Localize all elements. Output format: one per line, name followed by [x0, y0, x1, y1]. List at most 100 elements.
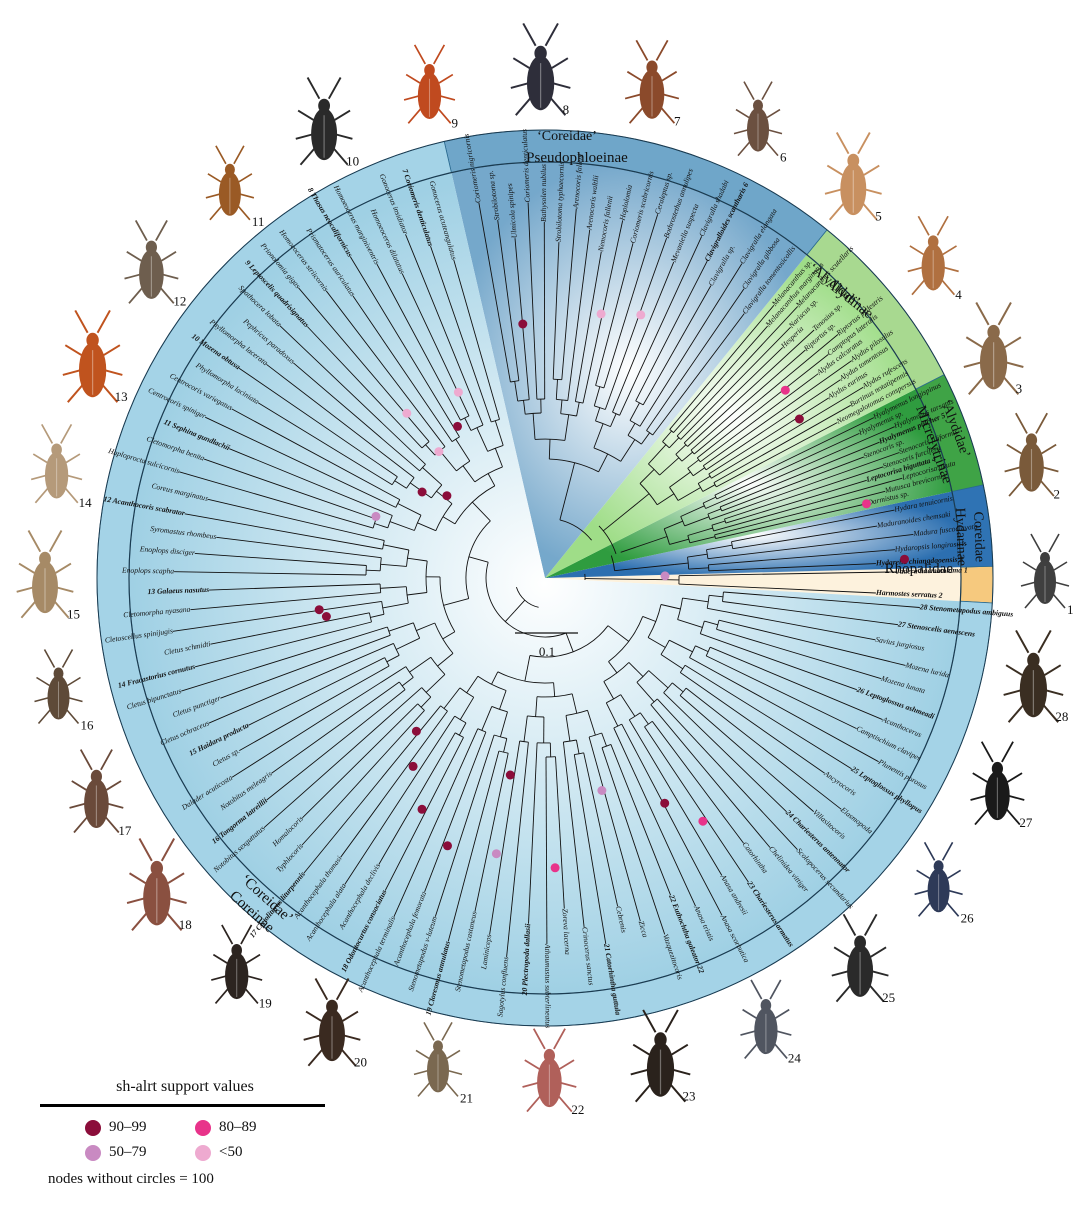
legend-entries: 90–99 80–89 50–79 <50: [85, 1119, 330, 1161]
tip-label: Enoplops scapha: [121, 566, 174, 576]
specimen-photo: 16: [35, 650, 95, 733]
photo-number: 20: [354, 1054, 367, 1069]
photo-number: 3: [1016, 381, 1023, 396]
insect-antennae: [308, 77, 341, 98]
photo-number: 19: [259, 996, 272, 1011]
support-node: [636, 310, 645, 319]
photo-number: 2: [1054, 487, 1061, 502]
photo-number: 13: [115, 389, 128, 404]
insect-antennae: [424, 1022, 452, 1040]
scale-bar-label: 0.1: [539, 644, 555, 659]
photo-number: 1: [1067, 602, 1074, 617]
specimen-photo: 11: [206, 146, 265, 229]
support-node: [418, 805, 427, 814]
specimen-photo: 4: [908, 216, 962, 302]
clade-label-rhopalidae: Rhopalidae: [885, 561, 954, 577]
insect-antennae: [136, 220, 167, 240]
photo-number: 11: [252, 214, 265, 229]
support-node: [661, 571, 670, 580]
photo-number: 5: [875, 208, 882, 223]
support-node: [409, 762, 418, 771]
specimen-photo: 5: [825, 132, 882, 223]
photo-number: 6: [780, 150, 787, 165]
photo-number: 27: [1019, 815, 1033, 830]
specimen-photo: 28: [1004, 630, 1069, 724]
photo-number: 24: [788, 1051, 802, 1066]
specimen-photo: 1: [1021, 534, 1074, 617]
support-dot-80-89: [195, 1120, 211, 1136]
photo-number: 17: [118, 823, 131, 838]
support-node: [862, 499, 871, 508]
insect-antennae: [751, 980, 781, 999]
specimen-photo: 27: [971, 742, 1033, 830]
specimen-photo: 12: [125, 220, 187, 308]
photo-number: 10: [346, 153, 359, 168]
support-node: [453, 422, 462, 431]
photo-number: 22: [571, 1102, 584, 1117]
photo-number: 12: [173, 294, 186, 309]
support-node: [412, 727, 421, 736]
legend-title: sh-alrt support values: [40, 1078, 330, 1096]
specimen-photo: 24: [740, 980, 801, 1066]
insect-antennae: [42, 424, 72, 443]
photo-number: 4: [955, 287, 962, 302]
insect-antennae: [139, 839, 174, 861]
support-node: [402, 409, 411, 418]
insect-antennae: [415, 45, 445, 64]
legend-label-80-89: 80–89: [219, 1119, 257, 1136]
tip-label: Athaumastus subterlineatus: [543, 943, 552, 1028]
support-node: [442, 491, 451, 500]
specimen-photo: 22: [523, 1029, 585, 1117]
specimen-photo: 23: [631, 1010, 696, 1104]
specimen-photo: 17: [70, 750, 132, 838]
clade-label-pseudophloeinae-family: ‘Coreidae’: [537, 129, 597, 144]
legend-divider: [40, 1104, 325, 1107]
support-node: [315, 605, 324, 614]
specimen-photo: 15: [17, 530, 80, 621]
support-node: [443, 841, 452, 850]
support-node: [418, 488, 427, 497]
specimen-photo: 9: [404, 45, 458, 131]
specimen-photo: 25: [832, 914, 895, 1005]
insect-antennae: [844, 914, 877, 935]
insect-antennae: [925, 842, 953, 860]
photo-number: 28: [1055, 709, 1068, 724]
specimen-photo: 14: [31, 424, 92, 510]
photo-number: 9: [452, 116, 459, 131]
support-node: [322, 612, 331, 621]
legend-label-90-99: 90–99: [109, 1119, 147, 1136]
photo-number: 21: [460, 1090, 473, 1105]
insect-antennae: [222, 925, 252, 944]
legend-item-80-89: 80–89: [195, 1119, 305, 1136]
support-node: [781, 386, 790, 395]
support-node: [597, 309, 606, 318]
insect-antennae: [1031, 534, 1059, 552]
legend-item-below-50: <50: [195, 1144, 305, 1161]
insect-antennae: [216, 146, 244, 164]
support-node: [506, 771, 515, 780]
clade-label-pseudophloeinae-subfamily: Pseudophloeinae: [526, 150, 628, 166]
specimen-photo: 21: [414, 1022, 473, 1105]
specimen-photo: 8: [511, 23, 571, 117]
tree-branch: [366, 570, 380, 571]
support-node: [492, 849, 501, 858]
support-node: [454, 388, 463, 397]
support-legend: sh-alrt support values 90–99 80–89 50–79…: [40, 1078, 330, 1188]
legend-item-50-79: 50–79: [85, 1144, 195, 1161]
support-node: [660, 799, 669, 808]
specimen-photo: 26: [915, 842, 975, 925]
insect-antennae: [81, 750, 112, 770]
specimen-photo: 13: [63, 310, 128, 404]
specimen-photo: 10: [296, 77, 359, 168]
photo-number: 14: [79, 495, 93, 510]
insect-antennae: [982, 742, 1013, 762]
photo-number: 18: [179, 917, 192, 932]
specimen-photo: 6: [734, 82, 787, 165]
clade-label-hydarinae-family: Coreidae: [970, 511, 987, 562]
insect-antennae: [837, 132, 870, 153]
photo-number: 15: [67, 606, 80, 621]
insect-antennae: [1016, 413, 1047, 433]
insect-antennae: [636, 40, 667, 60]
photo-number: 8: [563, 102, 570, 117]
